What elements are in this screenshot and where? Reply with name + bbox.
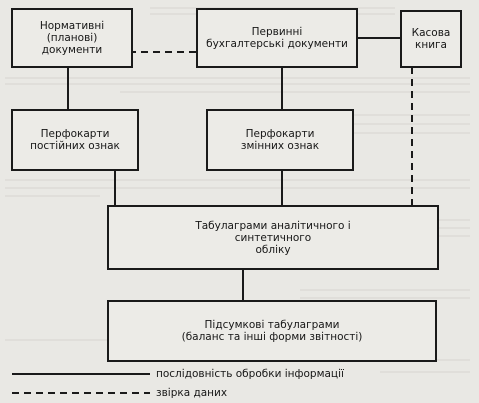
node-constant-feature-punchcards: Перфокарти постійних ознак xyxy=(11,109,139,171)
node-summary-tabulagrams: Підсумкові табулаграми (баланс та інші ф… xyxy=(107,300,437,362)
legend-dashed-label: звірка даних xyxy=(156,387,228,399)
node-tabulagrams: Табулаграми аналітичного і синтетичного … xyxy=(107,205,439,270)
node-variable-feature-punchcards: Перфокарти змінних ознак xyxy=(206,109,354,171)
node-primary-documents: Первинні бухгалтерські документи xyxy=(196,8,358,68)
legend-solid-label: послідовність обробки інформації xyxy=(156,368,344,380)
node-normative-documents: Нормативні (планові) документи xyxy=(11,8,133,68)
node-cash-book: Касова книга xyxy=(400,10,462,68)
